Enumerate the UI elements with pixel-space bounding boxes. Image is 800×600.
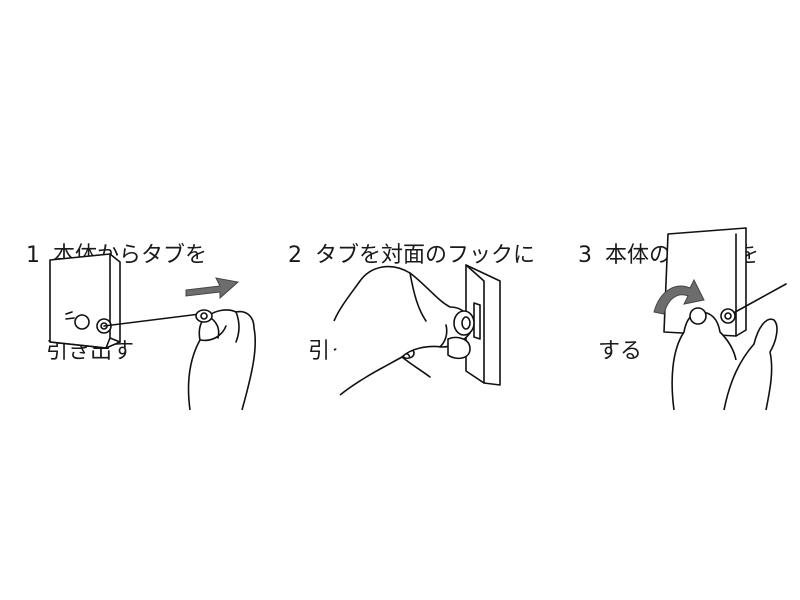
hand-icon bbox=[187, 309, 257, 411]
cord-line bbox=[727, 283, 787, 317]
pull-arrow-icon bbox=[185, 277, 240, 300]
step-3-number: 3 bbox=[578, 243, 592, 268]
step-2-caption: 2 タブを対面のフックに 引っかける bbox=[288, 176, 535, 432]
pull-out-tab-illustration bbox=[49, 253, 257, 411]
lock-button-icon bbox=[689, 307, 707, 325]
step-3-line2: する bbox=[598, 339, 643, 364]
lock-unit-illustration bbox=[653, 227, 787, 411]
step-2-line1: タブを対面のフックに bbox=[315, 243, 536, 268]
tab-icon bbox=[453, 310, 475, 336]
step-1-number: 1 bbox=[26, 243, 40, 268]
hook-tab-illustration bbox=[333, 264, 501, 396]
rotate-arrow-icon bbox=[653, 278, 705, 315]
hand-icon bbox=[333, 265, 472, 396]
lock-button-icon bbox=[74, 314, 90, 330]
step-2-number: 2 bbox=[288, 243, 302, 268]
cord-line bbox=[103, 313, 201, 327]
right-hand-icon bbox=[723, 318, 778, 411]
